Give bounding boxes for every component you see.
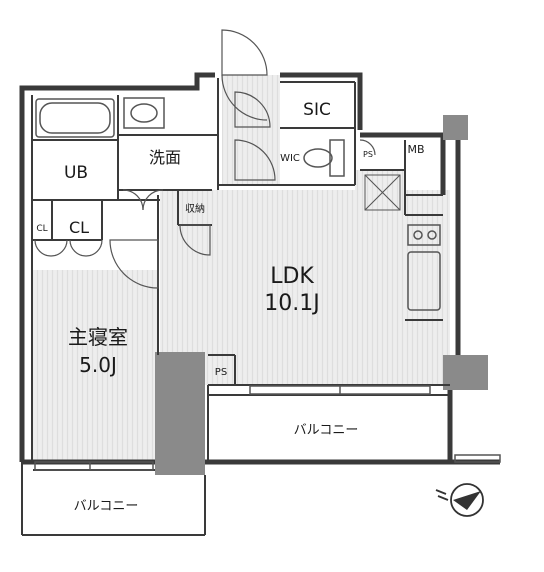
stove-icon [407,224,441,246]
balcony-main-label: バルコニー [294,423,359,438]
doors [34,29,376,289]
pipe-shaft [364,174,401,211]
ldk-floor [160,190,450,385]
column-top-right [443,115,468,140]
wic-label: WIC [280,153,300,164]
mb-label: MB [407,143,424,156]
column-right [443,355,488,390]
toilet-icon [303,139,345,177]
ub-label: UB [64,163,88,183]
cl-large-label: CL [69,218,89,237]
cl-small-label: CL [36,224,47,234]
bedroom-label: 主寝室 [68,325,128,349]
storage-label: 収納 [185,202,205,215]
ps-top-label: PS [363,150,373,159]
sink-icon [123,97,165,129]
sic-label: SIC [303,100,331,120]
column-center [155,352,205,475]
entry-floor [222,75,280,185]
interior-walls [21,78,450,536]
balcony-bedroom-label: バルコニー [74,499,139,514]
ps-bottom-label: PS [215,367,227,378]
bedroom-size: 5.0J [79,353,117,377]
ldk-label: LDK [270,264,314,289]
bathtub-icon [35,98,115,138]
windows [34,385,501,471]
ldk-size: 10.1J [264,291,319,316]
washroom-label: 洗面 [149,148,181,167]
north-arrow-icon [435,483,484,517]
kitchen-sink-icon [407,251,441,311]
bedroom-floor [33,270,158,462]
